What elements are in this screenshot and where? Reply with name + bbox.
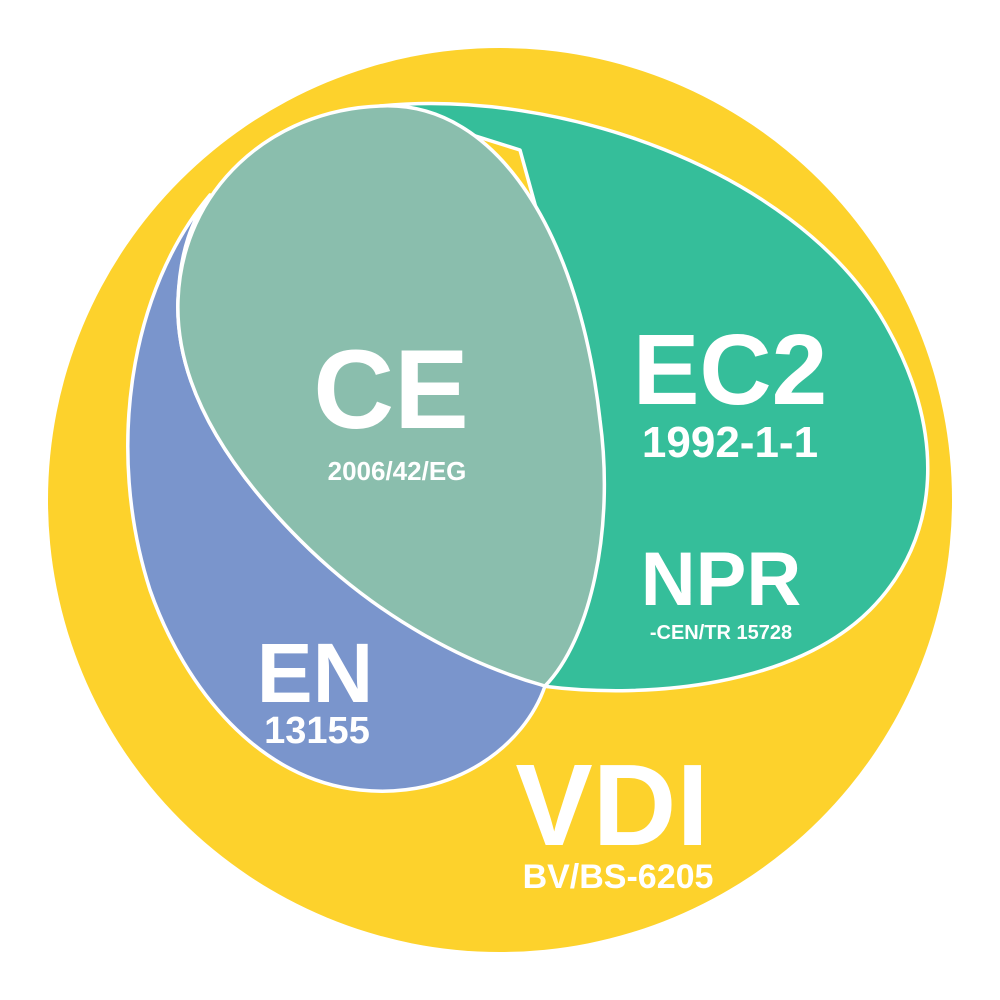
vdi-title: VDI (515, 740, 708, 870)
ce-subtitle: 2006/42/EG (328, 456, 467, 486)
ec2-ellipse (378, 101, 930, 693)
vdi-subtitle: BV/BS-6205 (523, 858, 714, 896)
ec2-subtitle: 1992-1-1 (642, 418, 818, 467)
npr-subtitle: -CEN/TR 15728 (650, 622, 792, 644)
en-title: EN (257, 626, 374, 720)
en-subtitle: 13155 (264, 710, 370, 752)
ec2-title: EC2 (633, 314, 828, 426)
npr-title: NPR (641, 537, 801, 622)
ce-region (176, 104, 607, 688)
ce-title: CE (313, 327, 469, 452)
